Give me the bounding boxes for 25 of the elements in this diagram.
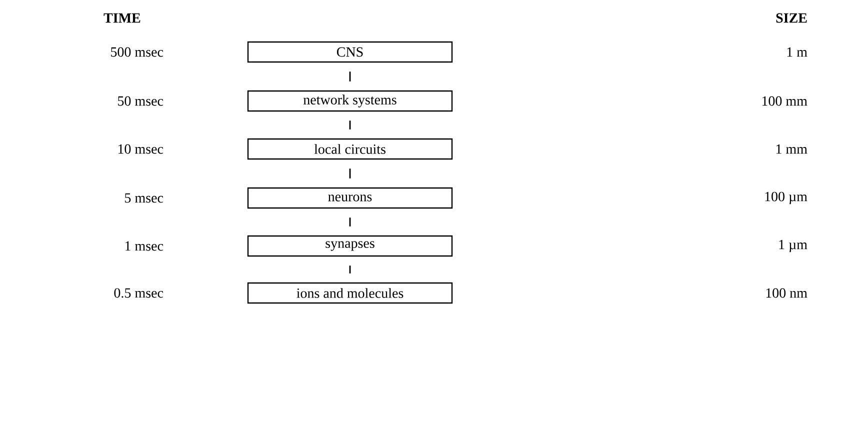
column-heading: SIZE bbox=[776, 13, 807, 23]
level-box: neurons bbox=[247, 187, 453, 209]
size-value: 1 µm bbox=[779, 240, 808, 252]
size-value: 1 mm bbox=[776, 144, 808, 154]
connector-line bbox=[349, 120, 351, 130]
time-value: 1 msec bbox=[125, 241, 164, 251]
connector-line bbox=[349, 218, 351, 226]
time-value: 50 msec bbox=[118, 96, 164, 106]
level-box: ions and molecules bbox=[247, 282, 453, 304]
level-box: local circuits bbox=[247, 138, 453, 160]
time-value: 10 msec bbox=[118, 144, 164, 154]
level-box: synapses bbox=[247, 235, 453, 257]
size-value: 100 µm bbox=[765, 192, 808, 204]
connector-line bbox=[349, 266, 351, 274]
size-value: 1 m bbox=[787, 47, 808, 57]
time-value: 500 msec bbox=[111, 47, 164, 57]
column-heading: TIME bbox=[104, 13, 140, 23]
level-box: network systems bbox=[247, 90, 453, 112]
connector-line bbox=[349, 72, 351, 82]
size-value: 100 mm bbox=[762, 96, 808, 106]
level-box: CNS bbox=[247, 41, 453, 63]
size-value: 100 nm bbox=[766, 288, 808, 298]
connector-line bbox=[349, 168, 351, 178]
time-value: 5 msec bbox=[125, 193, 164, 203]
time-value: 0.5 msec bbox=[114, 288, 164, 298]
